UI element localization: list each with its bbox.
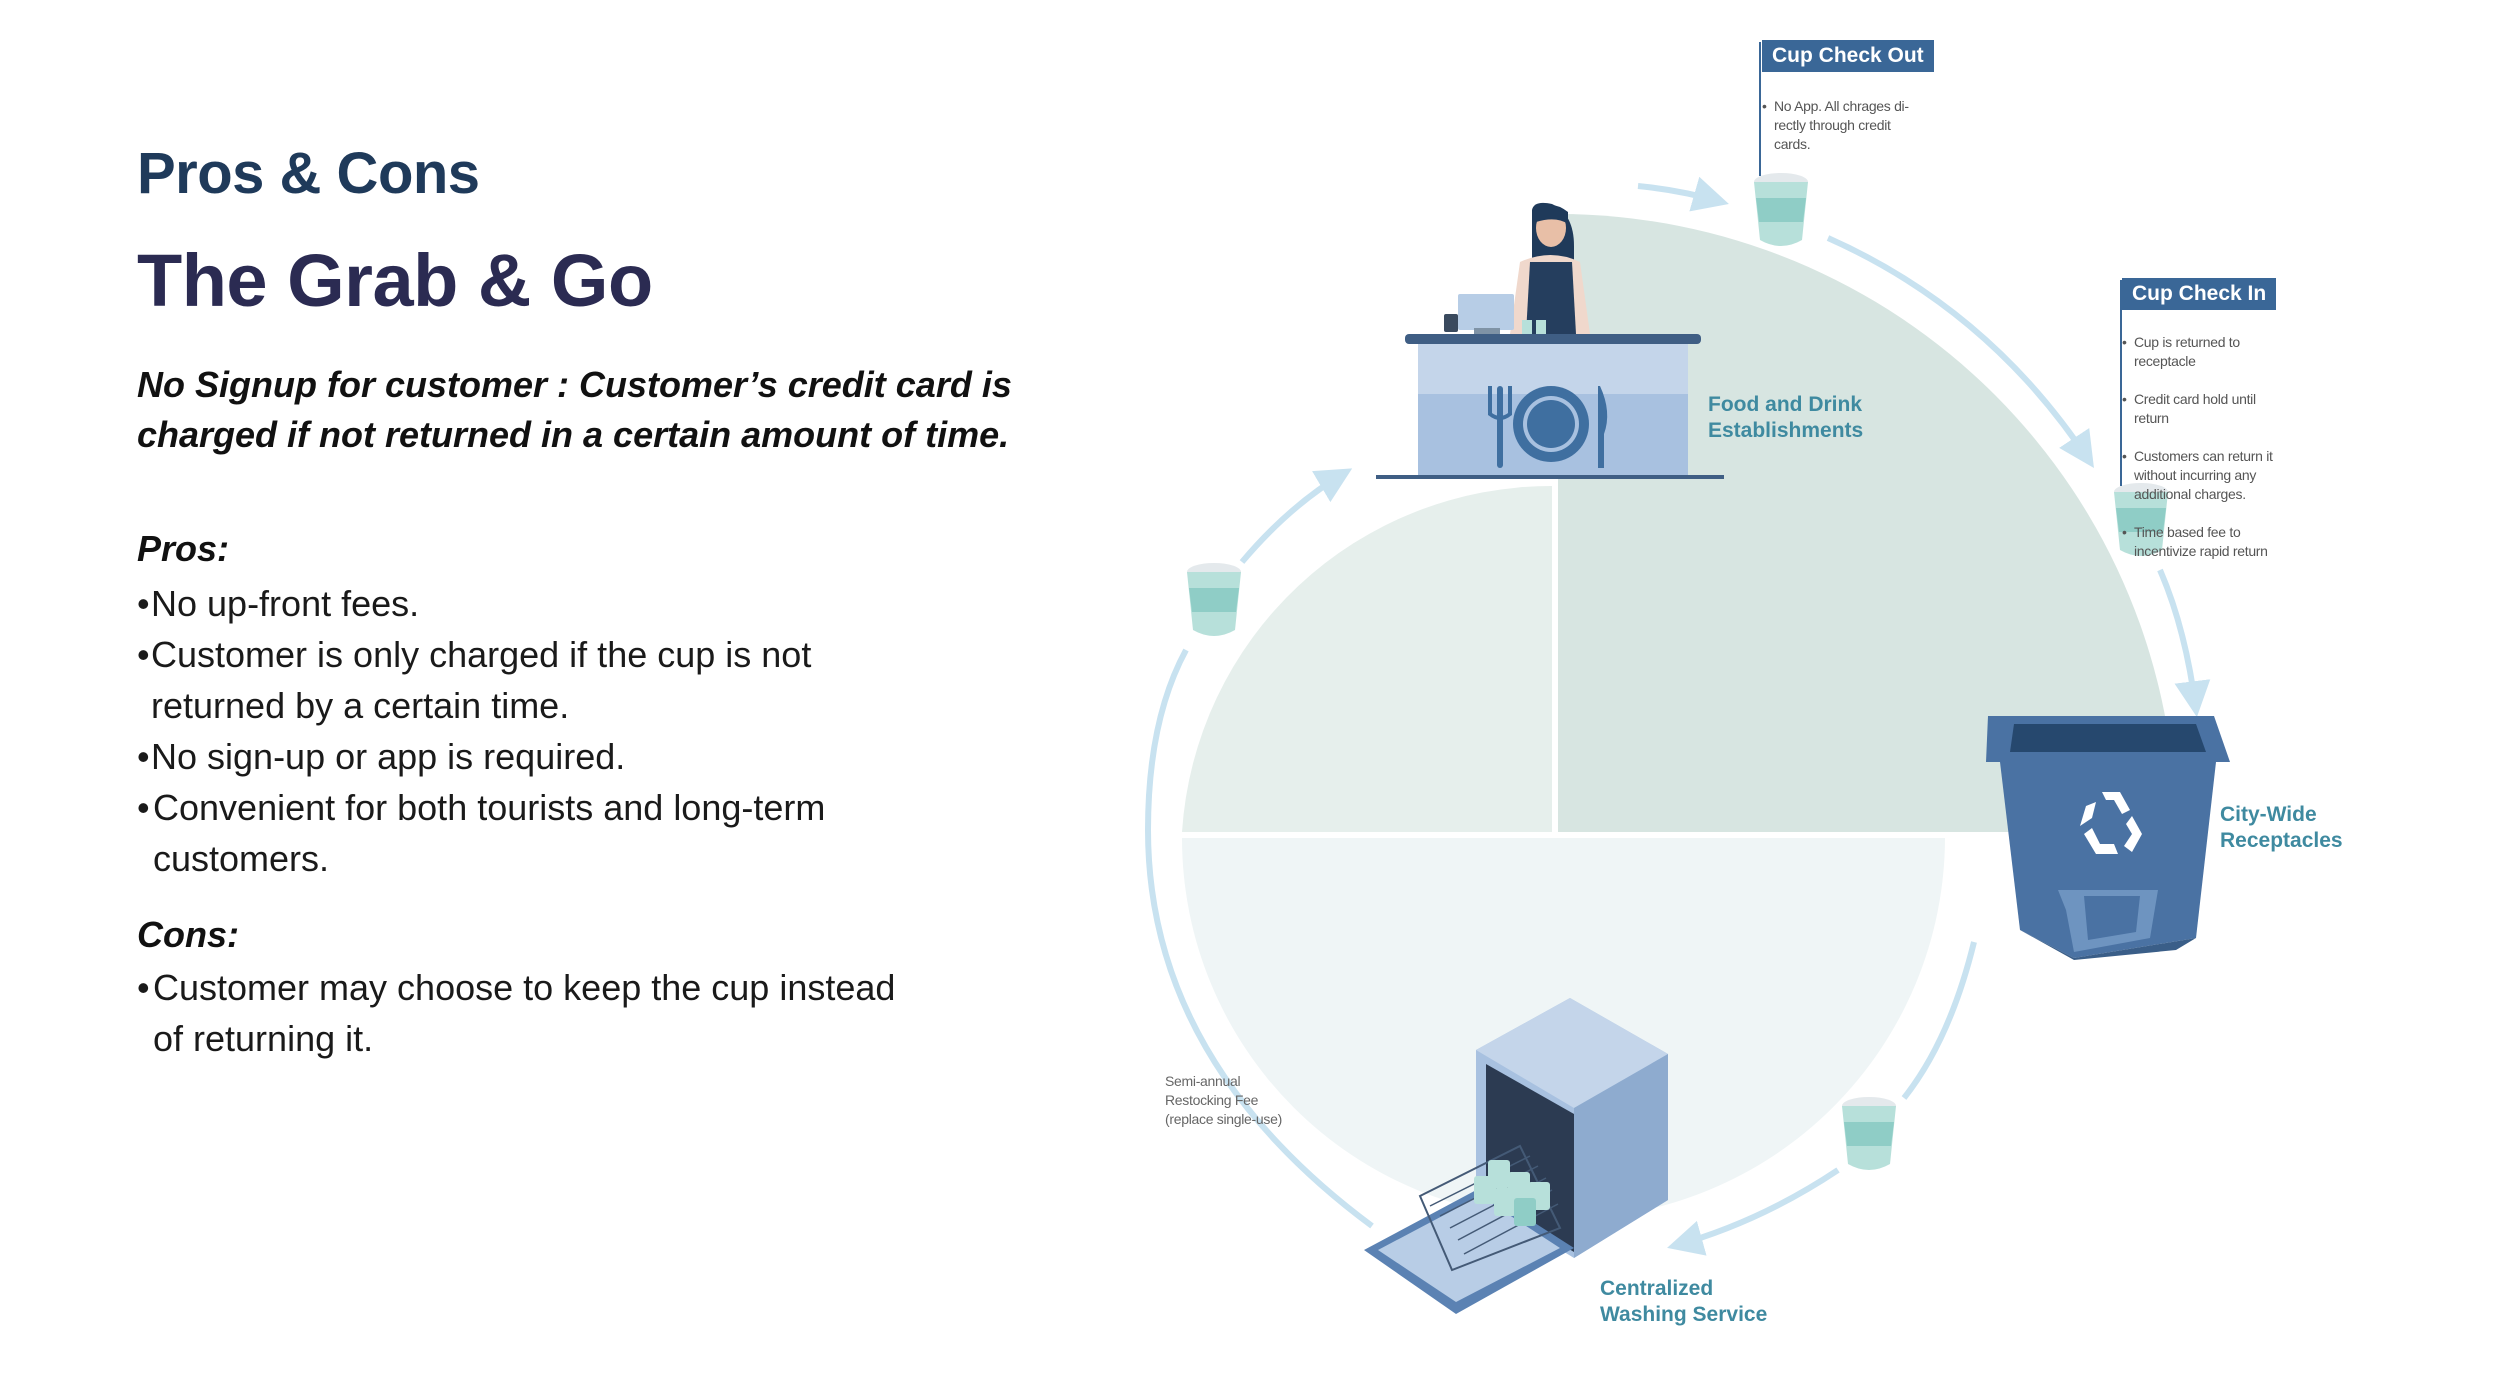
cons-heading: Cons: <box>137 914 239 955</box>
sector-food-and-drink <box>1558 214 2176 832</box>
flow-arrow-top <box>1637 176 1729 212</box>
cup-check-out-title: Cup Check Out <box>1762 40 1934 72</box>
flow-arrow-lower-right <box>1901 941 1977 1100</box>
stage-label-city-wide-receptacles: City-Wide Receptacles <box>2220 803 2343 852</box>
pros-item: Customer is only charged if the cup is n… <box>137 629 897 731</box>
pros-item: Convenient for both tourists and long-te… <box>137 782 897 884</box>
pros-item: No up-front fees. <box>137 578 897 629</box>
cup-check-out-notes: No App. All chrages di- rectly through c… <box>1762 78 1932 173</box>
cup-check-out-note: No App. All chrages di- rectly through c… <box>1762 97 1932 154</box>
page-title: The Grab & Go <box>137 239 653 322</box>
cup-check-in-note: Customers can return it without incurrin… <box>2122 447 2302 504</box>
pros-item: No sign-up or app is required. <box>137 731 897 782</box>
food-counter-icon <box>1376 334 1724 479</box>
flow-arrow-left <box>1144 648 1374 1229</box>
summary-statement: No Signup for customer : Customer’s cred… <box>137 364 1012 455</box>
cup-icon-lower-right <box>1842 1097 1896 1170</box>
flow-arrow-right <box>2157 568 2211 718</box>
stage-label-centralized-washing: Centralized Washing Service <box>1600 1277 1768 1326</box>
stage-label-food-and-drink: Food and Drink Establishments <box>1708 393 1864 442</box>
cons-list: Customer may choose to keep the cup inst… <box>137 962 897 1064</box>
cup-check-in-notes: Cup is returned to receptacle Credit car… <box>2122 314 2302 580</box>
flow-arrow-upper-left <box>1239 468 1353 564</box>
flow-arrow-top-right <box>1826 235 2094 469</box>
cup-check-in-note: Time based fee to incentivize rapid retu… <box>2122 523 2302 561</box>
pros-list: No up-front fees. Customer is only charg… <box>137 578 897 884</box>
dishwasher-cups <box>1474 1160 1550 1226</box>
cup-icon-top <box>1754 173 1808 246</box>
pros-heading: Pros: <box>137 528 230 569</box>
cup-icon-left <box>1187 563 1241 636</box>
sector-left <box>1182 485 1552 832</box>
flow-arrow-bottom <box>1667 1167 1840 1256</box>
cup-check-in-note: Cup is returned to receptacle <box>2122 333 2302 371</box>
dishwasher-icon <box>1364 998 1668 1314</box>
counter-person-icon <box>1444 202 1590 336</box>
recycling-bin-icon <box>1986 716 2230 960</box>
section-eyebrow: Pros & Cons <box>137 141 480 206</box>
cup-check-in-note: Credit card hold until return <box>2122 390 2302 428</box>
cup-check-in-title: Cup Check In <box>2122 278 2277 310</box>
cons-item: Customer may choose to keep the cup inst… <box>137 962 897 1064</box>
restocking-fee-note: Semi-annual Restocking Fee (replace sing… <box>1165 1073 1282 1127</box>
